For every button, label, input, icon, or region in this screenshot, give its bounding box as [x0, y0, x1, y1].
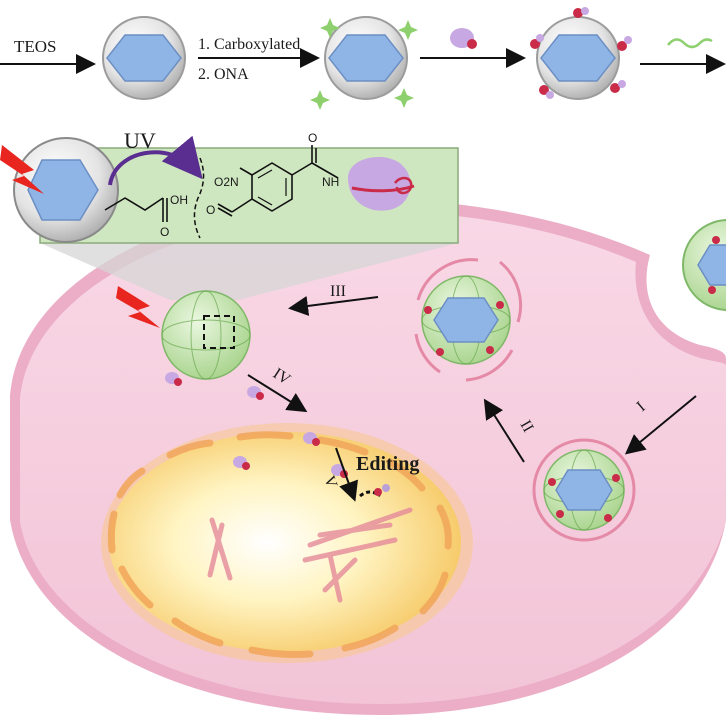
chromosomes [207, 507, 413, 603]
np-endosome-1 [532, 438, 636, 542]
np-carboxylated [310, 16, 418, 110]
uv-label: UV [124, 128, 156, 153]
np-bare [102, 16, 186, 100]
o-label-2: O [206, 203, 215, 217]
hexagon-core [106, 34, 182, 82]
cargo-protein [348, 156, 411, 211]
step-2-label: 2. ONA [198, 66, 249, 83]
arrow-II [483, 398, 525, 463]
step-IV-label: IV [270, 365, 294, 389]
arrow-III [288, 296, 379, 316]
np-loaded [530, 7, 632, 100]
teos-label: TEOS [14, 37, 57, 56]
arrow-IV [247, 374, 308, 413]
step-1-label: 1. Carboxylated [198, 36, 300, 53]
np-endosome-2 [414, 258, 523, 382]
o-label-1: O [160, 225, 169, 239]
np-cytosol [161, 290, 251, 380]
o-label-3: O [308, 131, 317, 145]
uv-arrow [108, 135, 203, 186]
uv-lightning-icon-2 [116, 286, 160, 328]
editing-label: Editing [356, 453, 419, 475]
inset-panel [13, 135, 459, 300]
step-III-label: III [330, 283, 346, 300]
nucleus [101, 423, 473, 663]
polymer-strand [667, 38, 713, 49]
free-protein-top [450, 28, 477, 49]
arrow-I [624, 395, 697, 455]
oh-label: OH [170, 193, 188, 207]
uv-lightning-icon [0, 145, 44, 194]
editing-target [359, 484, 390, 498]
no2-label: O2N [214, 175, 239, 189]
np-incoming [682, 219, 726, 311]
arrow-V [335, 447, 358, 502]
nucleus-body [109, 432, 461, 652]
nh-label: NH [322, 175, 339, 189]
